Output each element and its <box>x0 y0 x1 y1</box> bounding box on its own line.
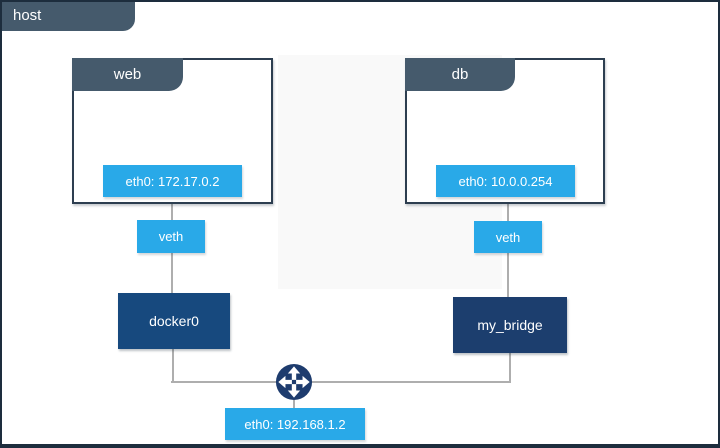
db-eth0-label: eth0: 10.0.0.254 <box>458 173 553 189</box>
connector-web-to-veth <box>171 204 173 220</box>
container-db: db eth0: 10.0.0.254 <box>405 58 605 204</box>
connector-veth-to-docker0 <box>171 253 173 293</box>
connector-router-to-eth0 <box>293 400 295 409</box>
container-db-title: db <box>451 66 469 83</box>
web-eth0-chip: eth0: 172.17.0.2 <box>103 165 242 197</box>
connector-db-to-veth <box>507 204 509 221</box>
web-eth0-label: eth0: 172.17.0.2 <box>125 173 220 189</box>
connector-veth-to-my-bridge <box>507 253 509 297</box>
router-crossroads-icon <box>275 363 313 401</box>
container-web: web eth0: 172.17.0.2 <box>72 58 273 204</box>
connector-my-bridge-to-bus <box>509 353 511 382</box>
container-db-tab: db <box>405 58 515 91</box>
db-veth-label: veth <box>495 229 521 245</box>
docker0-bridge-label: docker0 <box>149 313 199 329</box>
container-web-tab: web <box>72 58 183 91</box>
host-eth0-label: eth0: 192.168.1.2 <box>244 416 346 432</box>
container-web-title: web <box>113 66 142 83</box>
docker0-bridge-node: docker0 <box>118 293 230 349</box>
web-veth-chip: veth <box>137 220 205 253</box>
host-title: host <box>13 7 42 24</box>
host-eth0-chip: eth0: 192.168.1.2 <box>225 408 365 440</box>
connector-horizontal-bus <box>171 381 511 383</box>
my-bridge-node: my_bridge <box>453 297 567 353</box>
db-veth-chip: veth <box>474 221 542 253</box>
web-veth-label: veth <box>158 229 184 244</box>
my-bridge-label: my_bridge <box>477 317 543 333</box>
connector-docker0-to-bus <box>172 349 174 382</box>
host-label-tab: host <box>0 0 135 31</box>
db-eth0-chip: eth0: 10.0.0.254 <box>436 165 575 197</box>
router-crossroads-svg <box>275 363 313 401</box>
